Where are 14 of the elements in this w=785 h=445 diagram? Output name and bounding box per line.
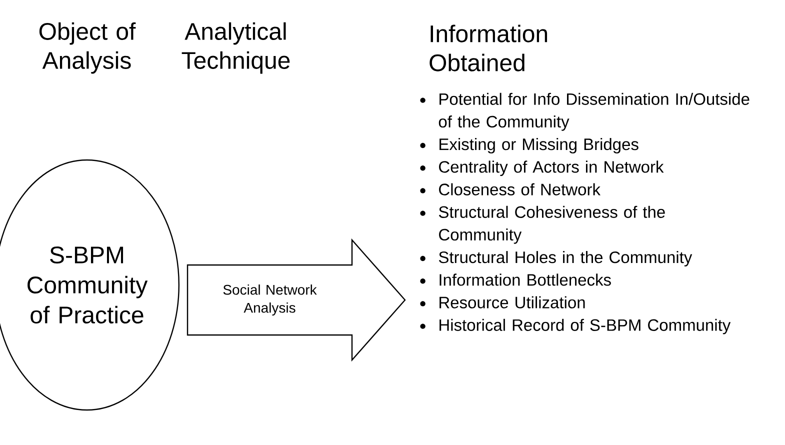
node-label: Resource Utilization <box>440 296 585 308</box>
node-label: Information Bottlenecks <box>440 274 611 286</box>
column-heading: Object of Analysis <box>39 22 136 74</box>
column-heading: Analytical Technique <box>182 22 290 74</box>
node-label: Structural Cohesiveness of the Community <box>438 206 665 244</box>
node-label: Centrality of Actors in Network <box>439 160 664 176</box>
block-arrow <box>186 238 406 362</box>
node-label: Structural Holes in the Community <box>438 251 692 266</box>
node-label: Existing or Missing Bridges <box>440 138 638 154</box>
node-label: Potential for Info Dissemination In/Outside of the Community <box>438 92 750 131</box>
node-label: Closeness of Network <box>439 183 601 196</box>
bullet-list: Potential for Info Dissemination In/Outside of the Community Existing or Missing Bridges Centrality of Actors in Network Closeness of Network Structural Cohesiveness of the Community Structural Holes in the Community Information Bottlenecks Resource Utilization Historical Record of S-BPM Community <box>420 92 750 334</box>
node-label: Historical Record of S-BPM Community <box>440 318 731 334</box>
edge-label: Social Network Analysis <box>223 284 317 316</box>
